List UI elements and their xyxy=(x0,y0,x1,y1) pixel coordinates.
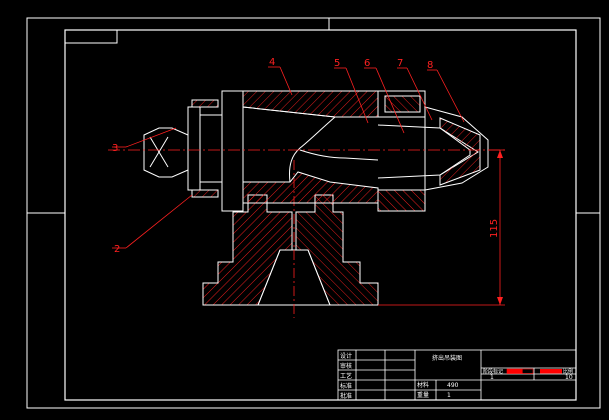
bolt-washer xyxy=(199,114,223,183)
stage-label: 阶段标记 xyxy=(483,368,503,375)
nozzle-ring-hatch xyxy=(384,95,421,113)
stage-progress-fill xyxy=(507,369,523,374)
scale-label: 比例 xyxy=(563,368,573,375)
pedestal-left-hatch xyxy=(202,194,293,306)
balloon-8: 8 xyxy=(427,60,433,71)
bolt-thread-bottom xyxy=(191,189,219,198)
title-left-label-3: 工艺 xyxy=(340,372,352,380)
scale-value: 10 xyxy=(565,374,573,381)
dimension-value: 115 xyxy=(489,219,500,238)
weight-label: 重量 xyxy=(417,391,429,399)
inner-frame xyxy=(64,29,577,401)
balloon-3: 3 xyxy=(112,143,118,154)
balloon-5: 5 xyxy=(334,58,340,69)
scale-bar xyxy=(540,369,562,374)
bolt-head-cross xyxy=(149,136,169,168)
balloon-labels: 2 3 4 5 6 7 8 xyxy=(112,57,433,255)
bolt-head xyxy=(143,127,189,178)
material-label: 材料 xyxy=(417,381,429,389)
title-left-label-2: 审核 xyxy=(340,362,352,370)
bolt-thread-top xyxy=(191,99,219,108)
main-body xyxy=(108,90,505,212)
balloon-6: 6 xyxy=(364,58,370,69)
balloon-7: 7 xyxy=(397,58,403,69)
body-top-wall xyxy=(242,90,379,118)
nozzle-clamp xyxy=(377,189,426,212)
corner-tag-box xyxy=(64,29,118,44)
title-left-label-5: 批准 xyxy=(340,392,352,400)
bolt-nut xyxy=(187,106,201,191)
stage-value: 1 xyxy=(490,374,494,381)
leader-lines xyxy=(112,66,465,249)
left-flange xyxy=(221,90,244,212)
dimension-115: 115 xyxy=(378,149,505,306)
nozzle-tip-hatch xyxy=(439,117,481,186)
inner-channel xyxy=(242,106,379,183)
title-left-label-4: 标准 xyxy=(340,382,352,390)
material-value: 490 xyxy=(447,382,459,389)
weight-value: 1 xyxy=(447,392,451,399)
pedestal-base xyxy=(202,160,379,318)
title-block xyxy=(337,349,577,401)
body-bottom-wall xyxy=(242,171,379,204)
balloon-2: 2 xyxy=(114,244,120,255)
balloon-4: 4 xyxy=(269,57,275,68)
drawing-title: 挤出吊装图 xyxy=(432,354,462,362)
title-left-label-1: 设计 xyxy=(340,352,352,360)
